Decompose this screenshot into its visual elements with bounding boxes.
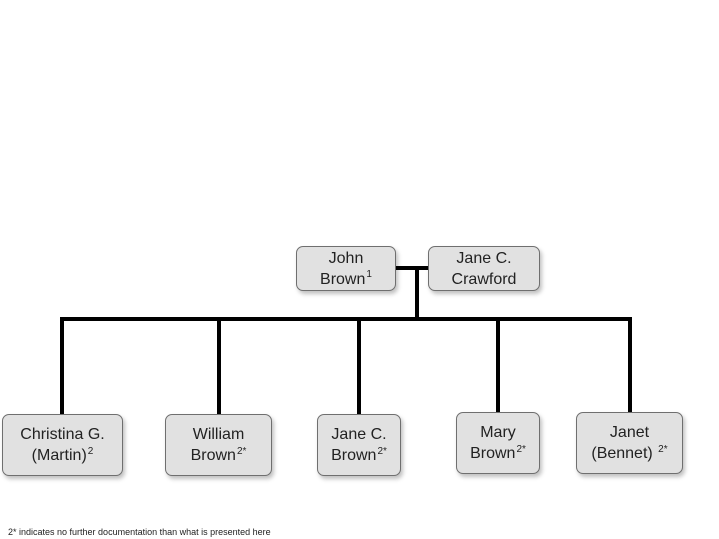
person-last-name-line: (Bennet) 2* bbox=[591, 443, 667, 464]
person-last-name-line: (Martin)2 bbox=[32, 445, 94, 466]
footnote-marker: 2 bbox=[87, 445, 94, 457]
person-box-jane-crawford: Jane C. Crawford bbox=[428, 246, 540, 291]
footnote-text: 2* indicates no further documentation th… bbox=[8, 527, 271, 537]
person-last-name: Brown bbox=[190, 447, 236, 464]
person-last-name: Brown bbox=[320, 270, 366, 288]
person-last-name-line: Brown2* bbox=[191, 445, 247, 466]
person-box-janet: Janet (Bennet) 2* bbox=[576, 412, 683, 474]
person-last-name: Brown bbox=[331, 447, 377, 464]
footnote-marker: 1 bbox=[366, 269, 372, 281]
footnote-marker: 2* bbox=[236, 445, 247, 457]
footnote-marker: 2* bbox=[516, 443, 526, 455]
person-first-name: Christina G. bbox=[20, 426, 105, 443]
person-last-name-line: Brown1 bbox=[320, 269, 372, 290]
person-first-name: Jane C. bbox=[456, 249, 512, 267]
person-first-name: Jane C. bbox=[331, 426, 387, 443]
person-box-mary-brown: Mary Brown2* bbox=[456, 412, 540, 474]
person-last-name: (Martin) bbox=[31, 447, 87, 464]
person-box-jane-brown: Jane C. Brown2* bbox=[317, 414, 401, 476]
person-last-name: Crawford bbox=[451, 270, 517, 288]
person-first-name: Mary bbox=[480, 424, 516, 441]
person-last-name-line: Brown2* bbox=[331, 445, 387, 466]
person-box-john-brown: John Brown1 bbox=[296, 246, 396, 291]
person-first-name: John bbox=[328, 249, 364, 267]
person-last-name: Brown bbox=[470, 445, 516, 462]
footnote-marker: 2* bbox=[377, 445, 387, 457]
person-box-william-brown: William Brown2* bbox=[165, 414, 272, 476]
person-first-name: Janet bbox=[609, 424, 650, 441]
person-last-name-line: Brown2* bbox=[470, 443, 526, 464]
person-box-christina: Christina G. (Martin)2 bbox=[2, 414, 123, 476]
footnote-marker: 2* bbox=[658, 443, 668, 455]
person-last-name: (Bennet) bbox=[591, 445, 658, 462]
person-first-name: William bbox=[192, 426, 245, 443]
